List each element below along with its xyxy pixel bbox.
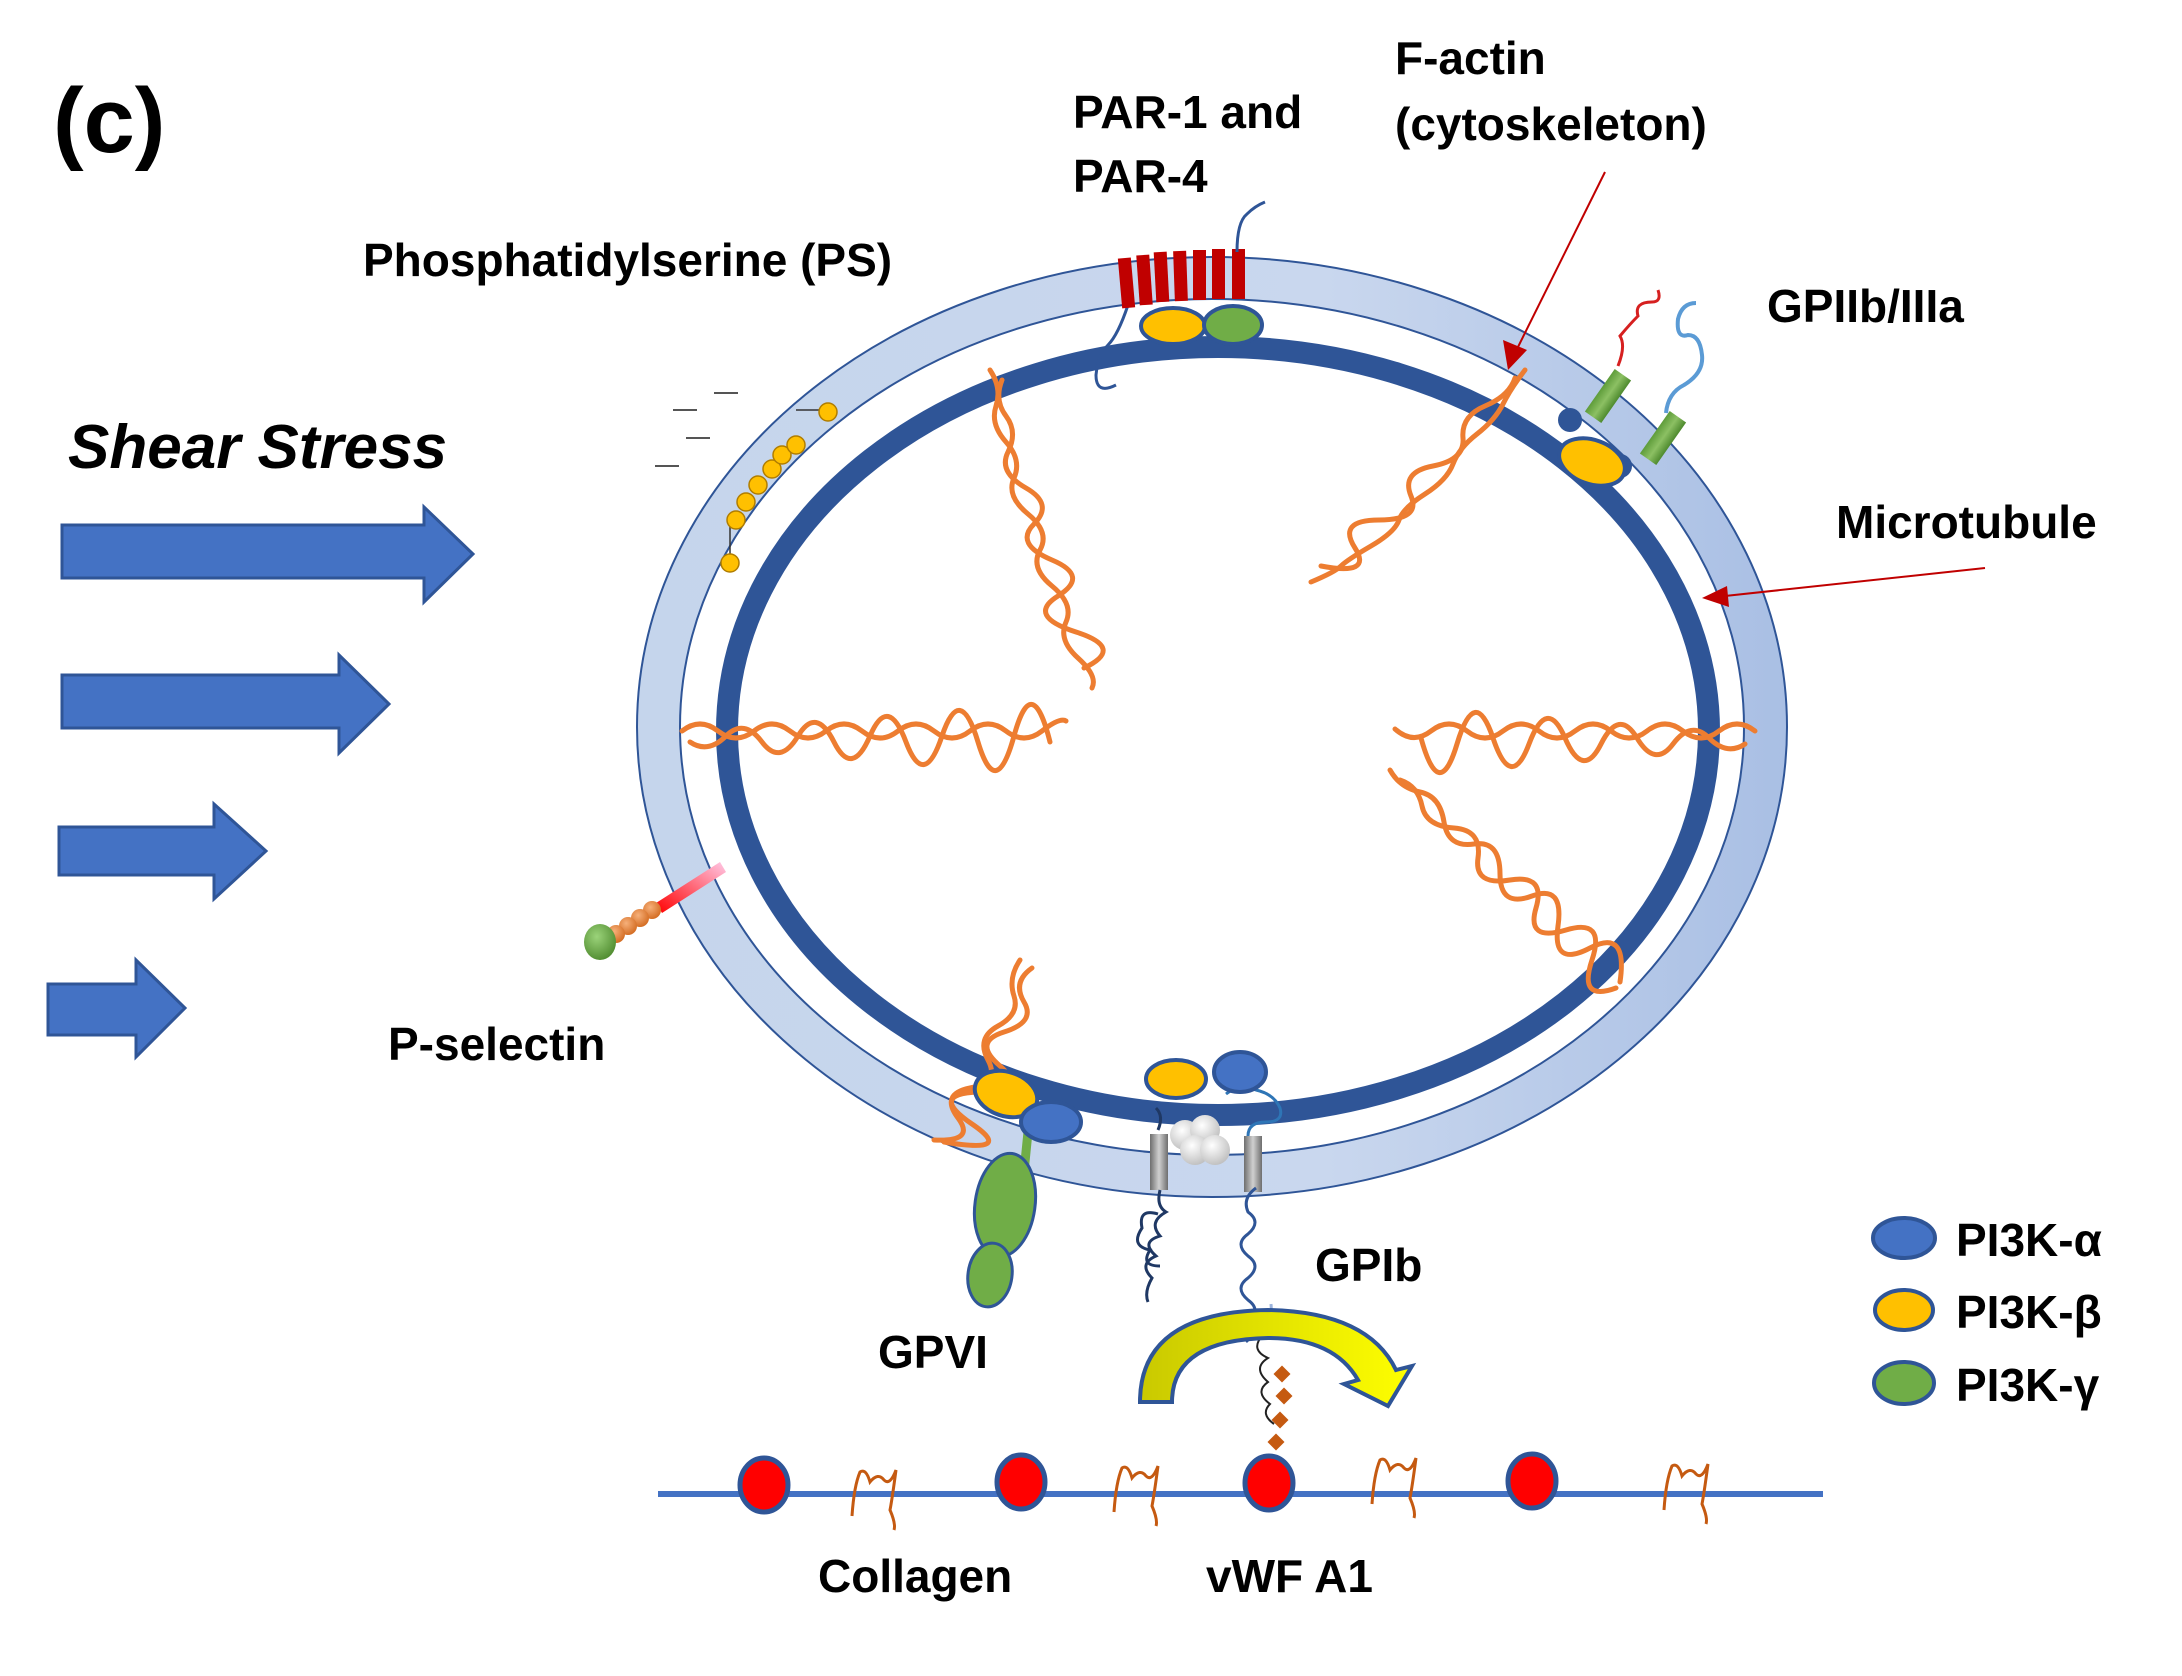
shear-arrow-3 xyxy=(57,800,269,903)
gpiib-iiia-receptor xyxy=(1557,289,1705,488)
microtubule-ring xyxy=(716,336,1720,1126)
subendothelial-surface xyxy=(658,1451,1823,1531)
legend-swatch-pi3k-gamma xyxy=(1872,1360,1936,1406)
microtubule-pointer-head xyxy=(1702,586,1729,607)
collagen-label: Collagen xyxy=(818,1550,1012,1602)
p-selectin xyxy=(584,862,726,960)
shear-arrow-4 xyxy=(46,956,188,1061)
legend-swatch-pi3k-alpha xyxy=(1871,1216,1937,1260)
actin-filament xyxy=(996,377,1106,671)
gpiib-iiia-label: GPIIb/IIIa xyxy=(1767,280,1964,332)
gpib-complex xyxy=(1136,1050,1293,1451)
rolling-arrow xyxy=(1137,1307,1417,1409)
microtubule-label: Microtubule xyxy=(1836,496,2097,548)
vwf-a1-dot xyxy=(994,1452,1048,1512)
platelet-membrane xyxy=(636,256,1788,1198)
legend-label-pi3k-beta: PI3K-β xyxy=(1956,1286,2102,1338)
legend-swatch-pi3k-beta xyxy=(1873,1288,1935,1332)
actin-filament xyxy=(1318,375,1518,572)
factin-pointer-head xyxy=(1503,340,1527,370)
factin-label-line1: F-actin xyxy=(1395,32,1546,84)
actin-filament xyxy=(687,702,1053,773)
shear-arrows xyxy=(46,503,476,1061)
shear-arrow-2 xyxy=(60,651,392,757)
actin-filament xyxy=(1308,367,1528,585)
actin-filament xyxy=(931,957,1023,1143)
gpvi-label: GPVI xyxy=(878,1326,988,1378)
actin-filaments xyxy=(679,367,1758,1148)
vwf-a1-dot xyxy=(1505,1451,1559,1511)
gpvi-receptor xyxy=(966,1068,1083,1309)
legend-label-pi3k-gamma: PI3K-γ xyxy=(1956,1359,2100,1411)
actin-filament xyxy=(1397,777,1619,994)
actin-filament xyxy=(1418,710,1748,775)
factin-label-line2: (cytoskeleton) xyxy=(1395,98,1707,150)
vwf-a1-dot xyxy=(737,1455,791,1515)
negative-charge-marks xyxy=(655,392,738,467)
par-receptor xyxy=(1094,200,1266,390)
vwf-a1-dot xyxy=(1242,1453,1296,1513)
pointer-arrows xyxy=(1503,171,1986,607)
shear-stress-label: Shear Stress xyxy=(68,413,447,482)
actin-filament xyxy=(987,367,1096,691)
phosphatidylserine-beads xyxy=(655,392,838,573)
legend: PI3K-α PI3K-β PI3K-γ xyxy=(1871,1214,2102,1411)
gpib-label: GPIb xyxy=(1315,1239,1422,1291)
panel-label: (c) xyxy=(53,70,165,172)
vwf-a1-label: vWF A1 xyxy=(1206,1550,1373,1602)
par-label-line2: PAR-4 xyxy=(1073,150,1208,202)
shear-arrow-1 xyxy=(60,503,476,606)
par-label-line1: PAR-1 and xyxy=(1073,86,1302,138)
legend-label-pi3k-alpha: PI3K-α xyxy=(1956,1214,2102,1266)
actin-filament xyxy=(1392,721,1758,741)
actin-filament xyxy=(1387,767,1624,985)
phosphatidylserine-label: Phosphatidylserine (PS) xyxy=(363,234,892,286)
p-selectin-label: P-selectin xyxy=(388,1018,605,1070)
